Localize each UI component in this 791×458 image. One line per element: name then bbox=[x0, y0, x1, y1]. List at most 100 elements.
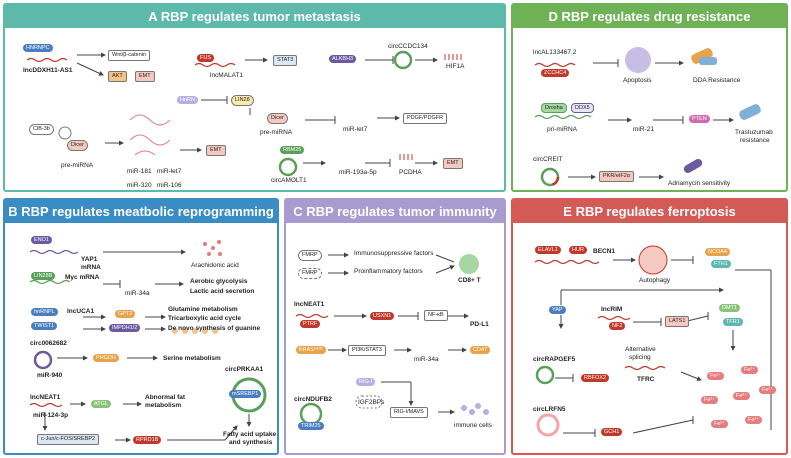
lin28-box: LIN28 bbox=[231, 95, 254, 106]
hif1a-label: HIF1A bbox=[446, 63, 465, 70]
circrapgef-label: circRAPGEF5 bbox=[533, 356, 576, 363]
fe-ion-2: Fe²⁺ bbox=[741, 366, 759, 374]
mrna-label: mRNA bbox=[81, 264, 101, 271]
mir181-label: miR-181 bbox=[127, 168, 152, 175]
arach-label: Arachidonic acid bbox=[191, 262, 239, 269]
panel-c-arrows bbox=[295, 252, 489, 426]
panel-d: D RBP regulates drug resistance lncAL133… bbox=[511, 3, 788, 192]
fe-ion-1: Fe²⁺ bbox=[707, 372, 725, 380]
pdgf-box: PDGF/PDGFR bbox=[403, 113, 448, 124]
serine-label: Serine metabolism bbox=[163, 355, 221, 362]
panel-d-arrows bbox=[534, 47, 761, 187]
fe-ion-4: Fe²⁺ bbox=[733, 392, 751, 400]
panel-a-arrows bbox=[26, 50, 462, 177]
becn1-label: BECN1 bbox=[593, 248, 616, 255]
kras-protein: KRASᴳ¹²ᴰ bbox=[296, 346, 326, 354]
elavl1-protein: ELAVL1 bbox=[535, 246, 561, 254]
pi3k-box: PI3K/STAT3 bbox=[348, 345, 386, 356]
nsrebp-protein: mSREBP1 bbox=[229, 390, 262, 398]
emt-box-2: EMT bbox=[206, 145, 226, 156]
adria-label: Adriamycin sensitivity bbox=[668, 180, 731, 187]
tfrc-label: TFRC bbox=[637, 376, 655, 383]
panel-c: C RBP regulates tumor immunity FMRP Immu… bbox=[284, 198, 506, 455]
lncrim-label: lncRIM bbox=[601, 306, 623, 313]
panel-c-title: C RBP regulates tumor immunity bbox=[286, 200, 504, 223]
cd8-label: CD8+ T bbox=[458, 277, 481, 284]
lactic-label: Lactic acid secretion bbox=[190, 288, 255, 295]
circlrfn-label: circLRFN5 bbox=[533, 406, 566, 413]
eno1-protein: ENO1 bbox=[31, 236, 52, 244]
circprkaa-label: circPRKAA1 bbox=[225, 366, 264, 373]
mir106-label: miR-106 bbox=[157, 182, 182, 189]
mir940-label: miR-940 bbox=[37, 372, 63, 379]
clb3b-box: ClB-3b bbox=[29, 124, 54, 135]
dicer-box-2: Dicer bbox=[67, 140, 88, 151]
pkr-box: PKR/eIF2α bbox=[599, 171, 635, 182]
pdl1-label: PD-L1 bbox=[470, 321, 489, 328]
mycmrna-label: Myc mRNA bbox=[65, 274, 100, 281]
hnrnpd-protein: HnRN bbox=[177, 96, 198, 104]
drosha-protein: Drosha bbox=[541, 103, 567, 113]
circ0062682-label: circ0062682 bbox=[30, 340, 67, 347]
nfkb-box: NF-κB bbox=[424, 310, 448, 321]
lncal-label: lncAL133467.2 bbox=[533, 49, 577, 56]
proinfl-label: Proinflammatory factors bbox=[354, 268, 423, 275]
gch1-protein: GCH1 bbox=[601, 428, 623, 436]
wnt-box: Wnt/β-catenin bbox=[108, 50, 151, 61]
fatty-label-1: Fatty acid uptake bbox=[223, 431, 277, 438]
cjun-box: c-Jun/c-FOS/SREBP2 bbox=[37, 434, 100, 445]
hur-protein: HUR bbox=[569, 246, 587, 254]
impdh-protein: IMPDH1/2 bbox=[109, 324, 141, 332]
ddx5-protein: DDX5 bbox=[571, 103, 594, 113]
igf-label: IGF2BPs bbox=[358, 399, 385, 406]
akt-box: AKT bbox=[108, 71, 127, 82]
trast-label-2: resistance bbox=[740, 137, 770, 144]
altsplice-label-2: splicing bbox=[629, 354, 651, 361]
immuno-label: Immunosuppressive factors bbox=[354, 250, 434, 257]
rigi-protein: RIG-I bbox=[356, 378, 376, 386]
twist-protein: TWIST1 bbox=[31, 322, 58, 330]
primirna-label: pri-miRNA bbox=[547, 126, 577, 133]
stat3-box: STAT3 bbox=[273, 55, 298, 66]
lncneat-label-c: lncNEAT1 bbox=[294, 301, 325, 308]
emt-box-1: EMT bbox=[135, 71, 155, 82]
trim25-protein: TRIM25 bbox=[298, 422, 324, 430]
abnormal-label-1: Abnormal fat bbox=[145, 394, 186, 401]
tfr1-protein: TFR1 bbox=[723, 318, 743, 326]
hnrnpc-protein: HNRNPC bbox=[23, 44, 53, 52]
fus-protein: FUS bbox=[197, 54, 214, 62]
mir320-label: miR-320 bbox=[127, 182, 152, 189]
mir193-label: miR-193a-5p bbox=[339, 169, 377, 176]
hnrnpl-protein: hnRNPL bbox=[31, 308, 58, 316]
lin28b-protein: LIN28B bbox=[31, 272, 56, 280]
fe-ion-5: Fe²⁺ bbox=[759, 386, 777, 394]
cd47-protein: CD47 bbox=[470, 346, 491, 354]
panel-b: B RBP regulates meatbolic reprogramming … bbox=[3, 198, 279, 455]
rbfox2-protein: RBFOX2 bbox=[581, 374, 610, 382]
lncmalat-label: lncMALAT1 bbox=[210, 72, 244, 79]
apoptosis-label: Apoptosis bbox=[623, 77, 652, 84]
ncoa4-protein: NCOA4 bbox=[705, 248, 730, 256]
ptrf-protein: PTRF bbox=[300, 320, 321, 328]
glut-label: Glutamine metabolism bbox=[168, 306, 238, 313]
panel-e-title: E RBP regulates ferroptosis bbox=[513, 200, 786, 223]
dicer-box-1: Dicer bbox=[267, 113, 288, 124]
fe-ion-7: Fe²⁺ bbox=[745, 416, 763, 424]
emt-box-3: EMT bbox=[443, 158, 463, 169]
trast-label-1: Trastuzumab bbox=[735, 129, 773, 136]
gpt2-protein: GPT2 bbox=[115, 310, 136, 318]
dmt1-protein: DMT1 bbox=[719, 304, 740, 312]
yap1-label: YAP1 bbox=[81, 256, 98, 263]
rbm25-protein: RBM25 bbox=[280, 146, 305, 154]
atgl-protein: ATGL bbox=[91, 400, 111, 408]
fmrp-box-1: FMRP bbox=[298, 250, 322, 261]
altsplice-label-1: Alternative bbox=[625, 346, 656, 353]
denovo-label: De novo synthesis of guanine bbox=[168, 325, 261, 332]
panel-a-title: A RBP regulates tumor metastasis bbox=[5, 5, 504, 28]
tca-label: Tricarboxylic acid cycle bbox=[168, 315, 241, 322]
panel-e: E RBP regulates ferroptosis ELAVL1 HUR B… bbox=[511, 198, 788, 455]
circcreit-label: circCREIT bbox=[533, 156, 563, 163]
fmrp-box-2: FMRP bbox=[298, 268, 322, 279]
panel-e-arrows bbox=[534, 245, 772, 437]
mir21-label: miR-21 bbox=[633, 126, 654, 133]
